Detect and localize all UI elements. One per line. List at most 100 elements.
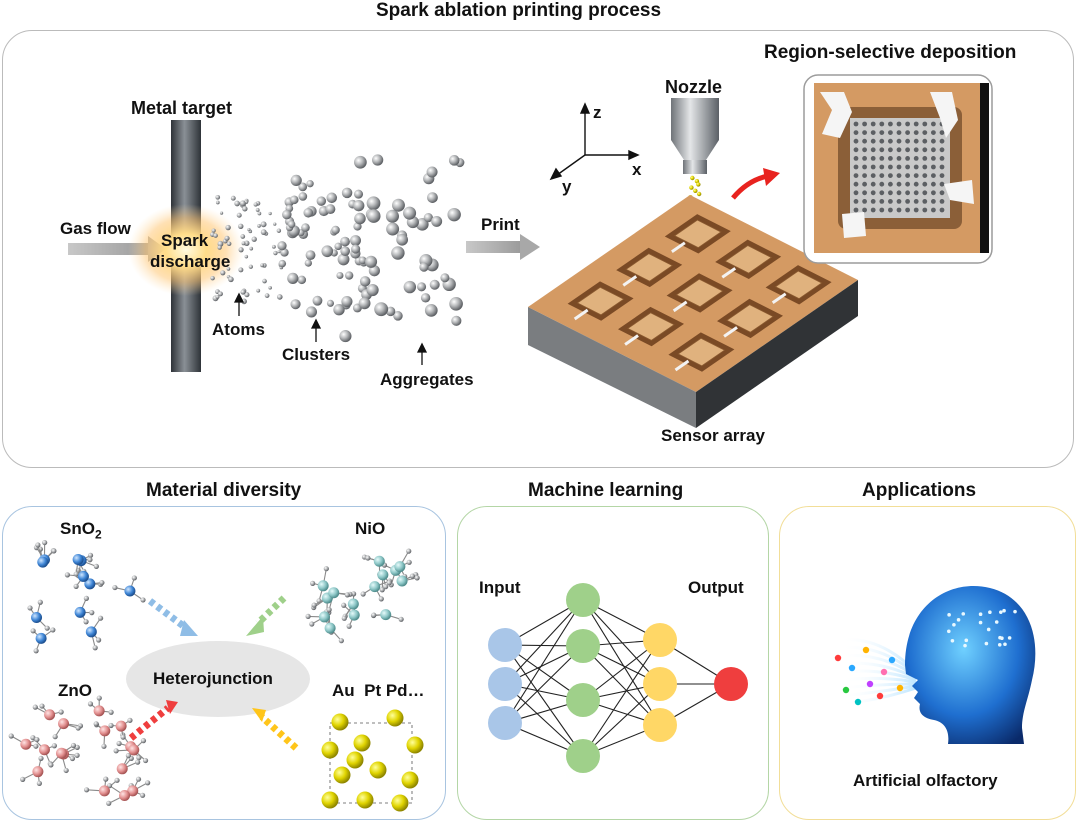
- atom-particle: [264, 293, 270, 298]
- deposited-dot: [939, 190, 945, 196]
- metal-sphere: [321, 741, 339, 759]
- metal-atom: [77, 570, 89, 582]
- metal-atom: [72, 553, 84, 565]
- deposited-dot: [853, 138, 859, 144]
- deposited-dot: [879, 173, 885, 179]
- deposited-dot: [931, 147, 936, 153]
- deposited-dot: [931, 130, 936, 136]
- cluster-particle: [277, 241, 287, 251]
- aggregate-particle: [448, 155, 460, 166]
- deposited-dot: [888, 138, 893, 144]
- deposited-dot: [931, 173, 936, 179]
- oxygen-atom: [371, 612, 377, 618]
- metal-sphere: [346, 751, 364, 769]
- deposited-dot: [939, 164, 945, 170]
- deposited-dot: [896, 181, 902, 187]
- atom-particle: [215, 294, 220, 299]
- deposited-dot: [862, 199, 867, 204]
- neuron-dot: [998, 635, 1002, 640]
- aggregate-particle: [440, 273, 450, 283]
- oxygen-atom: [50, 627, 56, 633]
- atom-particle: [224, 235, 230, 241]
- deposited-dot: [922, 121, 928, 127]
- ml-panel: [457, 506, 769, 820]
- air-streak: [841, 676, 917, 684]
- metal-sphere: [369, 761, 387, 779]
- deposited-dot: [913, 207, 919, 213]
- deposited-dot: [888, 130, 893, 136]
- atom-particle: [228, 276, 234, 283]
- aggregate-particle: [423, 213, 433, 223]
- oxygen-atom: [338, 638, 344, 644]
- deposited-dot: [879, 199, 885, 204]
- atom-particle: [243, 240, 250, 247]
- deposited-dot: [862, 130, 867, 136]
- deposited-dot: [870, 156, 876, 161]
- atom-particle: [277, 249, 281, 254]
- deposited-dot: [896, 164, 902, 170]
- deposited-dot: [870, 173, 876, 179]
- oxygen-atom: [30, 628, 36, 634]
- deposited-dot: [862, 138, 867, 144]
- oxygen-atom: [96, 695, 102, 701]
- oxygen-atom: [140, 738, 147, 744]
- air-streak: [841, 682, 917, 690]
- deposited-dot: [905, 121, 910, 127]
- deposited-dot: [870, 190, 876, 196]
- deposited-dot: [913, 130, 919, 136]
- aggregate-particle: [393, 311, 403, 321]
- deposited-dot: [870, 138, 876, 144]
- metal-atom: [99, 725, 111, 737]
- aggregate-particle: [341, 187, 353, 199]
- aggregate-particle: [341, 295, 353, 308]
- nio-crystal: [305, 548, 420, 644]
- deposited-dot: [931, 199, 936, 204]
- cluster-particle: [321, 245, 334, 258]
- deposited-dot: [913, 138, 919, 144]
- neuron-dot: [963, 643, 967, 648]
- oxygen-atom: [42, 539, 48, 546]
- olfactory-caption: Artificial olfactory: [853, 771, 998, 790]
- atom-particle: [217, 245, 222, 250]
- neuron-dot: [952, 622, 956, 627]
- metal-atom: [44, 709, 56, 721]
- deposited-dot: [879, 121, 885, 127]
- atoms-label: Atoms: [212, 320, 265, 339]
- atom-particle: [240, 234, 246, 239]
- oxygen-atom: [323, 566, 329, 572]
- cluster-particle: [334, 242, 342, 251]
- sensor-electrode: [726, 304, 774, 333]
- cluster-particle: [358, 256, 367, 265]
- zno-crystal: [8, 695, 151, 806]
- oxygen-atom: [101, 743, 107, 749]
- sensor-electrode: [625, 253, 674, 282]
- oxygen-atom: [69, 755, 76, 762]
- deposited-dot: [939, 199, 945, 204]
- oxygen-atom: [120, 734, 126, 740]
- deposited-dot: [896, 121, 902, 127]
- spark-glow: [128, 204, 244, 296]
- deposited-dot: [870, 130, 876, 136]
- hidden-node-2: [643, 708, 677, 742]
- print-label: Print: [481, 215, 520, 234]
- oxygen-atom: [52, 734, 58, 740]
- metal-atom: [31, 612, 43, 624]
- aggregate-particle: [368, 265, 380, 277]
- oxygen-atom: [398, 616, 404, 622]
- atom-particle: [215, 194, 221, 200]
- atom-particle: [276, 228, 282, 233]
- network-edge: [582, 599, 661, 726]
- cluster-particle: [287, 220, 296, 229]
- deposited-dot: [922, 181, 928, 187]
- metal-sphere: [333, 766, 351, 784]
- oxygen-atom: [93, 721, 99, 727]
- atom-particle: [249, 246, 254, 251]
- deposited-dot: [888, 190, 893, 196]
- network-edge: [504, 599, 584, 685]
- atom-particle: [241, 241, 246, 246]
- atom-particle: [210, 275, 215, 281]
- oxygen-atom: [58, 709, 64, 715]
- oxygen-atom: [89, 610, 95, 616]
- oxygen-atom: [48, 762, 54, 768]
- atom-particle: [213, 233, 218, 238]
